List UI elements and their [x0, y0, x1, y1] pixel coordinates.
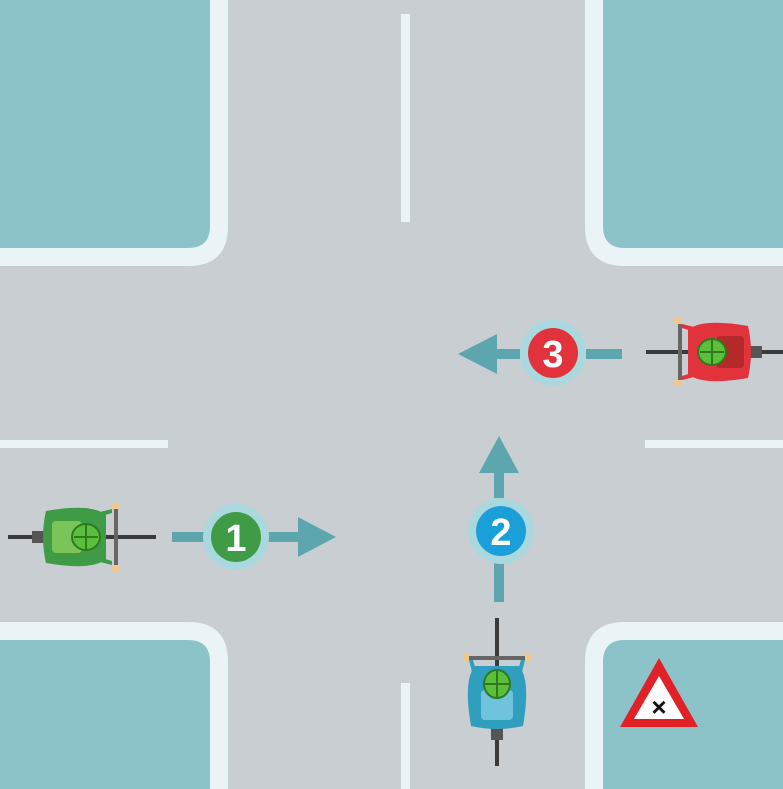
sign-symbol: ×: [651, 692, 666, 722]
corner-block-nw: [0, 0, 228, 266]
lane-marking-east: [645, 440, 783, 448]
cyclist-badge-2: 2: [468, 498, 534, 564]
lane-marking-north: [401, 14, 410, 222]
cyclist-badge-3: 3: [520, 320, 586, 386]
lane-marking-west: [0, 440, 168, 448]
corner-block-ne: [585, 0, 783, 266]
badge-number-2: 2: [490, 512, 511, 554]
corner-block-sw: [0, 622, 228, 789]
lane-marking-south: [401, 683, 410, 789]
cyclist-badge-1: 1: [203, 504, 269, 570]
badge-number-3: 3: [542, 334, 563, 376]
badge-number-1: 1: [225, 518, 246, 560]
